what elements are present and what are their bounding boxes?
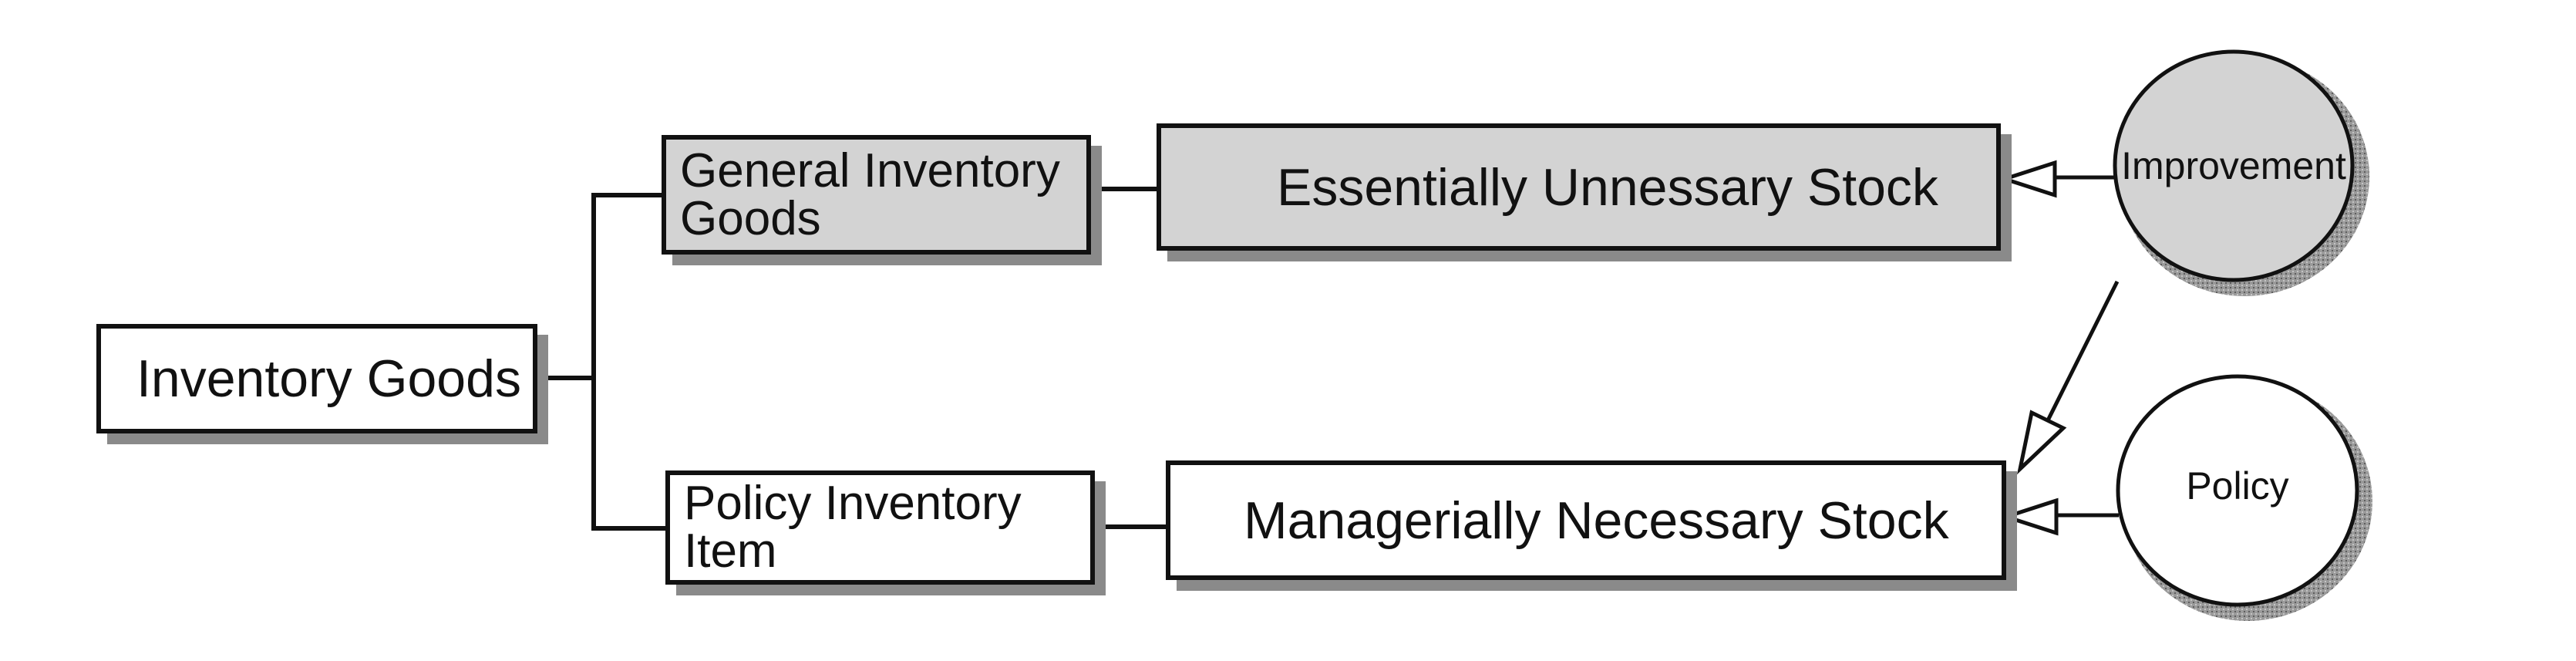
policy-label: Policy (2186, 464, 2289, 508)
inventory-goods-box: Inventory Goods (96, 324, 537, 433)
essentially-unnecessary-stock-label: Essentially Unnessary Stock (1277, 157, 1938, 217)
managerially-necessary-stock-label: Managerially Necessary Stock (1244, 491, 1949, 550)
arrow-policy-to-necessary-head (1999, 497, 2059, 536)
arrow-improvement-to-unnecessary-head (1998, 160, 2057, 198)
arrow-improvement-to-necessary-head (2016, 410, 2067, 475)
arrow-improvement-to-necessary-line (2046, 280, 2120, 422)
improvement-ellipse (2113, 49, 2355, 282)
policy-inventory-item-label: Policy Inventory Item (684, 477, 1022, 578)
general-inventory-goods-label: General Inventory Goods (680, 143, 1060, 245)
improvement-label: Improvement (2121, 144, 2346, 187)
policy-ellipse (2116, 374, 2359, 607)
essentially-unnecessary-stock-box: Essentially Unnessary Stock (1157, 123, 2001, 251)
inventory-goods-label: Inventory Goods (136, 349, 521, 408)
general-inventory-goods-box: General Inventory Goods (662, 135, 1091, 255)
policy-inventory-item-box: Policy Inventory Item (665, 470, 1095, 585)
managerially-necessary-stock-box: Managerially Necessary Stock (1166, 460, 2006, 580)
